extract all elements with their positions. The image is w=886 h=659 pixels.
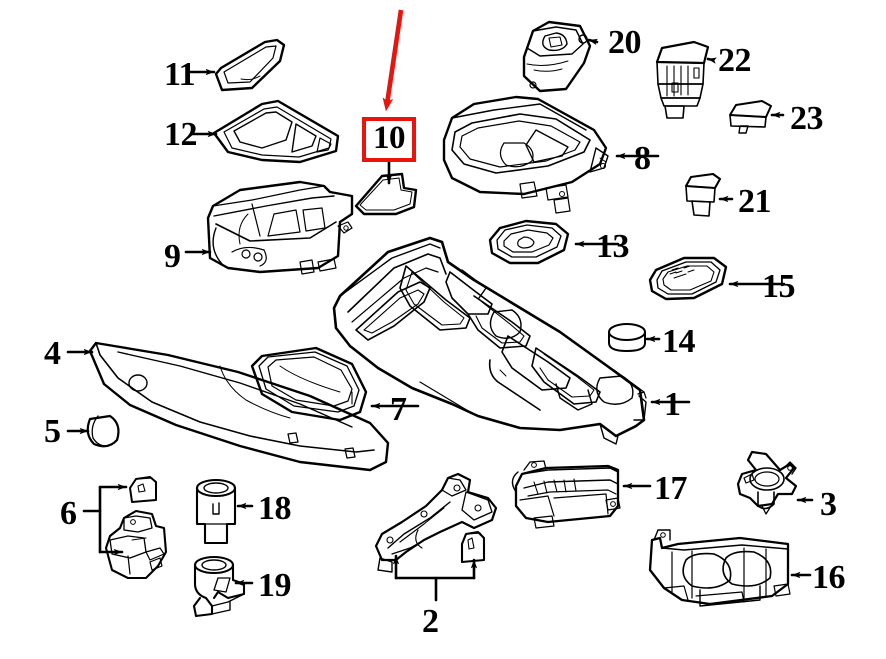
callout-number-8: 8: [634, 140, 651, 177]
part-22-console-rocker-switch: [655, 40, 710, 119]
callout-number-21: 21: [738, 183, 772, 220]
callout-number-13: 13: [596, 228, 630, 265]
part-8-upper-console-tray: [442, 95, 609, 214]
part-3-shifter-boot-retainer: [736, 450, 798, 515]
callout-number-1: 1: [664, 386, 681, 423]
part-6-console-support-brackets: [104, 476, 168, 580]
part-9-console-storage-bin: [206, 180, 354, 275]
callout-number-22: 22: [718, 42, 752, 79]
part-17-console-rear-vent-housing: [511, 460, 621, 529]
part-16-cup-holder-assembly: [648, 529, 791, 607]
callout-number-4: 4: [44, 335, 61, 372]
callout-number-10: 10: [362, 117, 416, 162]
part-4-console-side-trim-panel: [88, 341, 390, 472]
callout-number-19: 19: [258, 567, 292, 604]
callout-number-6: 6: [60, 495, 77, 532]
leader-bracket-6: [82, 483, 128, 556]
part-11-upper-trim-applique: [214, 38, 286, 92]
part-19-power-outlet-socket: [192, 555, 246, 618]
callout-number-18: 18: [258, 490, 292, 527]
part-14-round-cap-plug: [608, 323, 646, 352]
callout-number-20: 20: [608, 24, 642, 61]
part-15-console-rubber-mat: [648, 256, 728, 301]
part-1-center-console-body: [332, 236, 647, 445]
leader-arrows: [66, 38, 814, 587]
callout-number-17: 17: [654, 470, 688, 507]
part-21-blank-switch-cover: [684, 172, 722, 217]
part-13-storage-tray-insert: [488, 219, 570, 265]
callout-number-23: 23: [790, 100, 824, 137]
callout-number-7: 7: [390, 391, 407, 428]
part-20-console-switch-bezel: [522, 20, 592, 93]
callout-number-3: 3: [820, 486, 837, 523]
callout-number-5: 5: [44, 413, 61, 450]
callout-number-11: 11: [164, 56, 196, 93]
callout-number-14: 14: [662, 323, 696, 360]
callout-number-15: 15: [762, 268, 796, 305]
callout-number-9: 9: [164, 238, 181, 275]
part-12-console-trim-bezel: [212, 99, 340, 164]
callout-number-12: 12: [164, 116, 198, 153]
part-2-console-mounting-brackets: [374, 472, 498, 573]
callout-number-16: 16: [812, 559, 846, 596]
highlight-pointer-arrow: [382, 9, 404, 112]
leader-bracket-2: [392, 554, 478, 602]
part-23-small-trim-clip-cover: [729, 100, 772, 134]
part-18-cigarette-lighter-element: [195, 478, 237, 545]
callout-number-2: 2: [422, 603, 439, 640]
